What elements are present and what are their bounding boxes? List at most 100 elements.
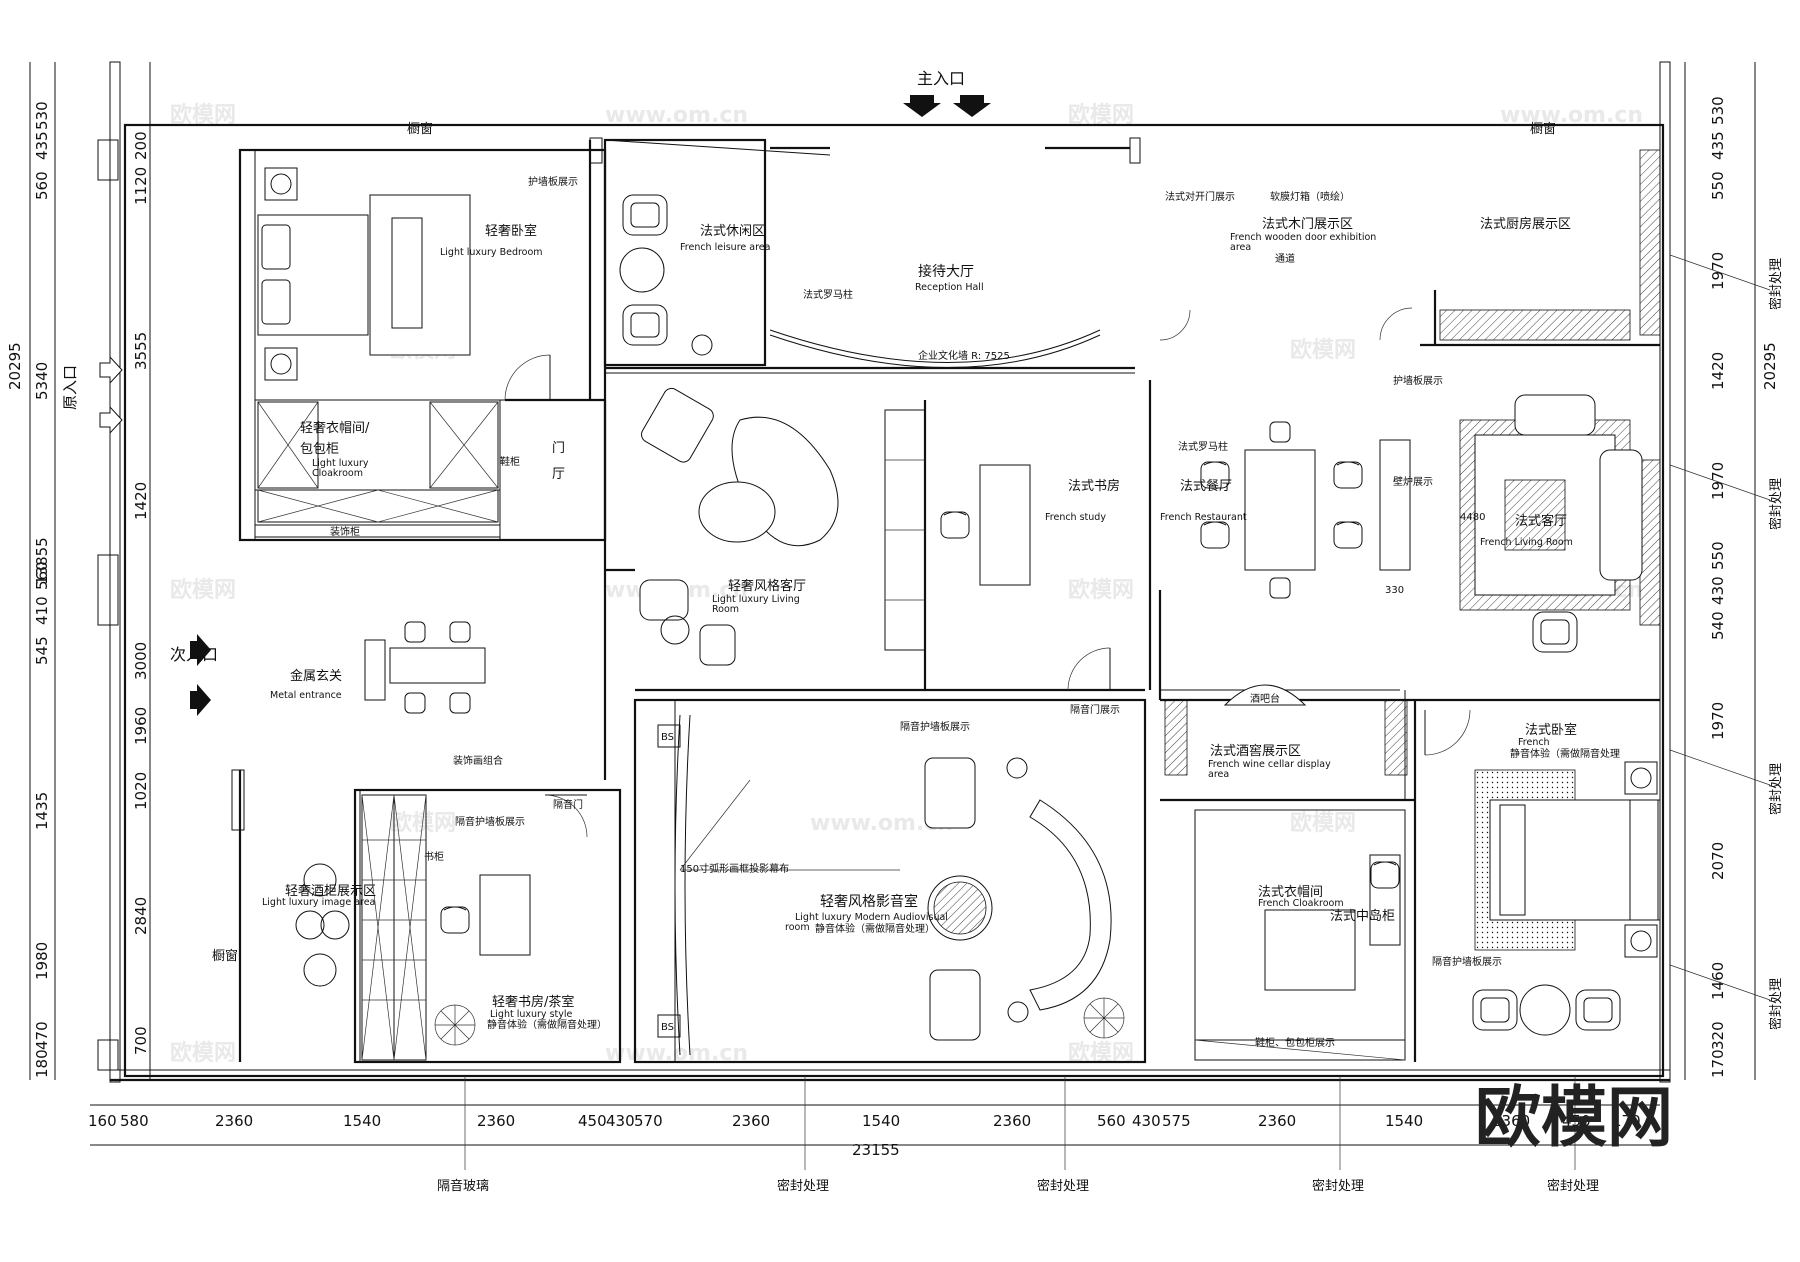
svg-text:欧模网: 欧模网	[1290, 337, 1356, 363]
dim-left-mid-4: 3000	[132, 642, 150, 680]
secondary-entrance: 次入口	[170, 634, 218, 716]
living-light-label: 轻奢风格客厅	[728, 578, 806, 594]
roman-column-label-1: 法式罗马柱	[803, 288, 853, 301]
dim-bottom-11: 560	[1097, 1112, 1126, 1130]
dim-bottom-17: 450	[1562, 1112, 1591, 1130]
main-entrance-label: 主入口	[917, 69, 965, 88]
tea-study-label: 轻奢书房/茶室	[492, 994, 574, 1010]
svg-text:欧模网: 欧模网	[390, 810, 456, 836]
wooden-door-label-en-2: area	[1230, 242, 1251, 253]
cinema-label-en-2: room	[785, 922, 810, 933]
gap-label-330: 330	[1385, 585, 1404, 596]
seal-right-2: 密封处理	[1768, 763, 1784, 815]
wall-panel-top: 护墙板展示	[528, 175, 578, 188]
original-entrance: 原入口	[61, 356, 123, 434]
dim-right-inner-13: 170	[1709, 1049, 1727, 1078]
dim-right-inner-12: 320	[1709, 1021, 1727, 1050]
dim-left-inner-10: 180	[33, 1049, 51, 1078]
living-furniture	[639, 387, 839, 666]
island-label: 法式中岛柜	[1330, 908, 1395, 924]
metal-entrance-label: 金属玄关	[290, 668, 342, 684]
cinema-note: 静音体验（需做隔音处理）	[815, 922, 935, 935]
dim-left-outer: 20295	[6, 342, 24, 390]
dim-bottom-7: 570	[634, 1112, 663, 1130]
dim-bottom-3: 1540	[343, 1112, 381, 1130]
dim-left-mid-0: 200	[132, 131, 150, 160]
tea-study-note: 静音体验（需做隔音处理）	[487, 1018, 607, 1031]
dim-left-mid-8: 700	[132, 1026, 150, 1055]
dim-bottom-14: 2360	[1258, 1112, 1296, 1130]
window-label-left: 橱窗	[407, 121, 433, 137]
dim-left-mid-6: 1020	[132, 772, 150, 810]
leisure-furniture	[619, 194, 713, 356]
dim-right-inner-0: 530	[1709, 96, 1727, 125]
annotation-labels: 橱窗 橱窗 橱窗 护墙板展示 护墙板展示 隔音护墙板展示 隔音护墙板展示 隔音护…	[212, 121, 1556, 1049]
dim-left-inner-7: 560	[33, 561, 51, 590]
svg-text:欧模网: 欧模网	[170, 1040, 236, 1066]
dim-left-inner-1: 435	[33, 131, 51, 160]
dim-left-inner-4: 13855	[33, 537, 51, 585]
dim-left-inner-0: 560	[33, 171, 51, 200]
french-living-label: 法式客厅	[1515, 513, 1567, 529]
soundproof-door-label: 隔音门	[553, 798, 583, 811]
bottom-dimensions: 160 580 2360 1540 2360 450 430 570 2360 …	[88, 1104, 1660, 1159]
dim-bottom-9: 1540	[862, 1112, 900, 1130]
dim-right-inner-5: 1970	[1709, 462, 1727, 500]
dim-left-inner-9: 1980	[33, 942, 51, 980]
outer-walls	[97, 61, 1671, 1083]
dim-right-outer: 20295	[1761, 342, 1779, 390]
arrow-right-icon	[190, 684, 211, 716]
arrow-down-icon	[903, 95, 941, 117]
soundproof-glass-label: 隔音玻璃	[437, 1178, 489, 1194]
dim-bottom-10: 2360	[993, 1112, 1031, 1130]
wine-cabinet-label-en: Light luxury image area	[262, 897, 375, 908]
dim-bottom-12: 430	[1132, 1112, 1161, 1130]
cloakroom-label-1: 轻奢衣帽间/	[300, 420, 370, 436]
room-labels: 轻奢卧室 Light luxury Bedroom 轻奢衣帽间/ 包包柜 Lig…	[262, 216, 1620, 1031]
dim-right-inner-7: 430	[1709, 576, 1727, 605]
arrow-right-icon	[99, 356, 123, 384]
brand-logo: 欧模网	[1475, 1079, 1673, 1156]
wooden-door-label-en-1: French wooden door exhibition	[1230, 232, 1376, 243]
shoe-cabinet-label: 鞋柜	[500, 455, 520, 468]
roman-column-label-2: 法式罗马柱	[1178, 440, 1228, 453]
cloakroom-label-2: 包包柜	[300, 442, 339, 457]
svg-text:欧模网: 欧模网	[1068, 577, 1134, 603]
soundproof-wall-panel-left: 隔音护墙板展示	[455, 815, 525, 828]
dim-right-inner-1: 435	[1709, 131, 1727, 160]
screen-label: 150寸弧形画框投影幕布	[680, 862, 789, 875]
dim-bottom-6: 430	[606, 1112, 635, 1130]
reception-label: 接待大厅	[918, 263, 974, 280]
living-light-label-en-1: Light luxury Living	[712, 594, 800, 605]
dim-left-inner-11: 470	[33, 1021, 51, 1050]
dim-left-inner-2: 530	[33, 101, 51, 130]
bed-bedroom	[257, 167, 471, 381]
svg-text:欧模网: 欧模网	[1068, 102, 1134, 128]
bs-label-2: BS	[661, 1022, 674, 1033]
dim-bottom-0: 160	[88, 1112, 117, 1130]
dim-left-inner-6: 410	[33, 596, 51, 625]
bs-label-1: BS	[661, 732, 674, 743]
bedroom-label-en: Light luxury Bedroom	[440, 247, 543, 258]
wine-cellar-label: 法式酒窖展示区	[1210, 743, 1301, 759]
cabinets	[254, 401, 1406, 1061]
dim-left-mid-1: 1120	[132, 167, 150, 205]
plant-icon	[1083, 997, 1125, 1039]
tea-study-label-en: Light luxury style	[490, 1009, 573, 1020]
wooden-door-label: 法式木门展示区	[1262, 217, 1353, 232]
arrow-right-icon	[99, 406, 123, 434]
wine-cabinet-label: 轻奢酒柜展示区	[285, 884, 376, 899]
dim-right-inner-4: 1420	[1709, 352, 1727, 390]
foyer-label-1: 门	[552, 441, 565, 456]
dim-bottom-15: 1540	[1385, 1112, 1423, 1130]
dim-bottom-13: 575	[1162, 1112, 1191, 1130]
wall-panel-right: 护墙板展示	[1393, 374, 1443, 387]
seal-bottom-0: 密封处理	[777, 1178, 829, 1194]
interior-walls	[238, 138, 1661, 1064]
leisure-label: 法式休闲区	[700, 224, 765, 239]
window-label-vertical: 橱窗	[212, 948, 238, 964]
seal-bottom-3: 密封处理	[1547, 1178, 1599, 1194]
seal-right-0: 密封处理	[1768, 258, 1784, 310]
cloakroom-label-en-2: Cloakroom	[312, 468, 363, 479]
